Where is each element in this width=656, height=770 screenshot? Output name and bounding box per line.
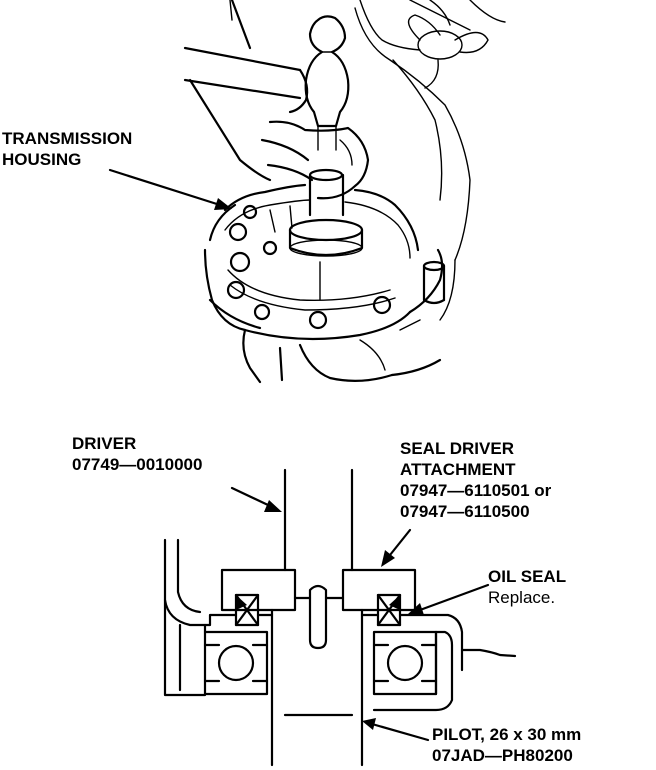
housing-stud bbox=[422, 260, 446, 305]
oil-seal-right bbox=[376, 593, 402, 627]
driver-shaft bbox=[283, 468, 354, 572]
rear-cover-part bbox=[407, 0, 506, 89]
pilot-label-name: PILOT, 26 x 30 mm bbox=[432, 725, 582, 744]
seal-driver-attachment-label-part2: 07947—6110500 bbox=[400, 502, 530, 521]
oil-seal-label-note: Replace. bbox=[488, 588, 556, 607]
oil-seal-label: OIL SEAL Replace. bbox=[488, 566, 566, 608]
transmission-housing-leader bbox=[108, 168, 232, 210]
bearing-right bbox=[372, 630, 438, 696]
oil-seal-leader bbox=[408, 583, 490, 615]
bearing-left bbox=[203, 630, 269, 696]
transmission-housing-label-line2: HOUSING bbox=[2, 150, 82, 169]
driver-label-part-number: 07749—0010000 bbox=[72, 455, 203, 474]
pilot-leader bbox=[362, 718, 430, 742]
oil-seal-left bbox=[234, 593, 260, 627]
arm-and-hand bbox=[183, 0, 370, 200]
housing-bolts bbox=[226, 204, 392, 330]
driver-label: DRIVER 07749—0010000 bbox=[72, 433, 202, 475]
hammer-and-hand-illustration bbox=[183, 0, 506, 384]
seal-driver-attachment-label-line1: SEAL DRIVER bbox=[400, 439, 514, 458]
housing-section-right bbox=[360, 613, 517, 712]
seal-driver-attachment-label-line2: ATTACHMENT bbox=[400, 460, 516, 479]
seal-driver-attachment-label: SEAL DRIVER ATTACHMENT 07947—6110501 or … bbox=[400, 438, 551, 522]
seal-driver-attachment-label-part1: 07947—6110501 or bbox=[400, 481, 552, 500]
housing-section-left bbox=[163, 538, 274, 697]
pilot-label: PILOT, 26 x 30 mm 07JAD—PH80200 bbox=[432, 724, 581, 766]
seal-installation-cross-section bbox=[163, 468, 517, 767]
pilot-tool bbox=[270, 596, 364, 767]
seal-driver-attachment-leader bbox=[381, 528, 412, 567]
transmission-housing bbox=[203, 183, 456, 384]
pilot-label-part-number: 07JAD—PH80200 bbox=[432, 746, 573, 765]
oil-seal-label-name: OIL SEAL bbox=[488, 567, 567, 586]
transmission-housing-label-line1: TRANSMISSION bbox=[2, 129, 133, 148]
driver-leader bbox=[230, 486, 282, 512]
driver-tool-top bbox=[288, 168, 364, 257]
transmission-housing-label: TRANSMISSION HOUSING bbox=[2, 128, 132, 170]
driver-label-name: DRIVER bbox=[72, 434, 137, 453]
